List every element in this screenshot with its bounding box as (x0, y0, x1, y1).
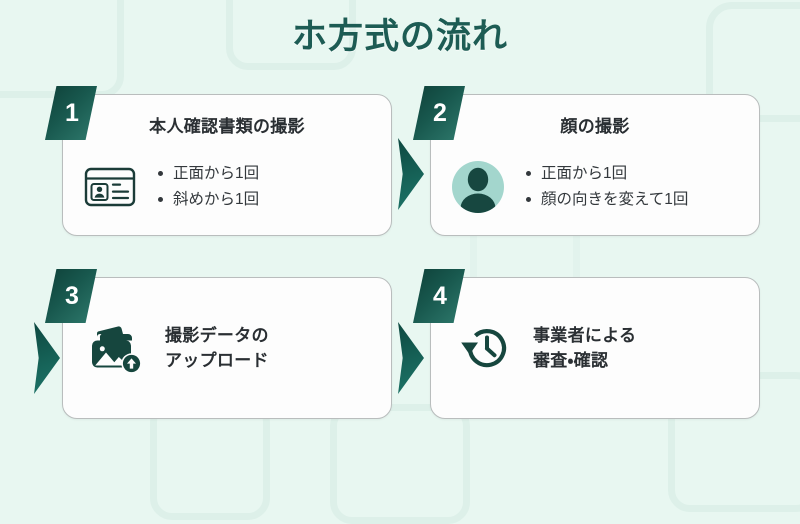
arrow-step3-to-step4-icon (398, 322, 424, 394)
step-label-line: 事業者による (533, 325, 637, 345)
step-title-1: 本人確認書類の撮影 (149, 117, 305, 136)
flow-step-card-3[interactable]: 3 (45, 269, 392, 419)
step-number-label: 2 (433, 98, 447, 127)
step-label-4: 事業者による 審査・確認 (533, 323, 636, 374)
list-item: 顔の向きを変えて1回 (525, 187, 688, 213)
step-number-label: 3 (65, 281, 79, 310)
list-item: 斜めから1回 (157, 187, 259, 213)
step-body-3: 撮影データの アップロード (85, 278, 377, 418)
flow-step-card-1[interactable]: 1 本人確認書類の撮影 正面から1回 斜めから1回 (45, 86, 392, 236)
history-clock-icon (453, 317, 515, 379)
step-body-1: 正面から1回 斜めから1回 (81, 147, 377, 227)
arrow-step1-to-step2-icon (398, 138, 424, 210)
arrow-row-wrap-icon (34, 322, 60, 394)
flow-step-card-4[interactable]: 4 事業者による 審査・確認 (413, 269, 760, 419)
id-card-icon (81, 158, 139, 216)
step-number-label: 4 (433, 281, 447, 310)
flow-diagram: 1 本人確認書類の撮影 正面から1回 斜めから1回 (34, 86, 760, 419)
step-label-line: 審査・確認 (533, 351, 609, 370)
step-label-line: 撮影データの (165, 325, 269, 345)
step-title-2: 顔の撮影 (560, 117, 630, 136)
face-avatar-icon (449, 158, 507, 216)
step-bullet-list-1: 正面から1回 斜めから1回 (153, 161, 259, 213)
step-bullet-list-2: 正面から1回 顔の向きを変えて1回 (521, 161, 688, 213)
page-title: ホ方式の流れ (291, 17, 508, 56)
photo-upload-icon (85, 317, 147, 379)
step-number-label: 1 (65, 98, 79, 127)
list-item: 正面から1回 (157, 161, 259, 187)
step-body-2: 正面から1回 顔の向きを変えて1回 (449, 147, 745, 227)
list-item: 正面から1回 (525, 161, 688, 187)
step-label-3: 撮影データの アップロード (165, 323, 269, 374)
step-label-line: アップロード (165, 351, 269, 370)
flow-step-card-2[interactable]: 2 顔の撮影 正面から1回 顔の向きを変えて1回 (413, 86, 760, 236)
step-body-4: 事業者による 審査・確認 (453, 278, 745, 418)
